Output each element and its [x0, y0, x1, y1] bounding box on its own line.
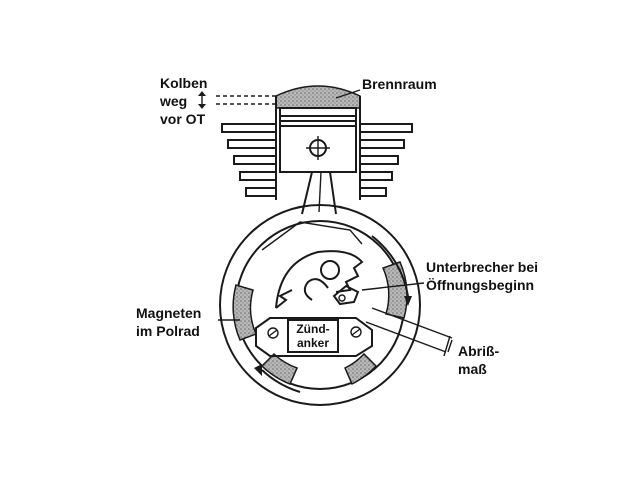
piston: [279, 107, 357, 173]
magnet-left: [232, 284, 258, 341]
combustion-chamber: [275, 85, 361, 109]
flywheel: [219, 204, 421, 406]
breaker-cam: [303, 278, 329, 301]
contact-breaker: [275, 250, 364, 309]
unterbrecher-label-line1: Unterbrecher bei: [426, 259, 538, 275]
breaker-lever: [332, 284, 360, 306]
unterbrecher-label-line2: Öffnungsbeginn: [426, 277, 534, 293]
abriss-dimension: [365, 307, 453, 357]
cam-center: [320, 260, 340, 280]
magnet-bottom-right: [344, 352, 378, 386]
piston-travel-indicator: [198, 91, 276, 109]
kolben-label-line3: vor OT: [160, 111, 206, 127]
magnet-right: [381, 261, 408, 319]
brennraum-label: Brennraum: [362, 76, 437, 92]
right-cooling-fins: [360, 123, 413, 197]
magnet-bottom-left: [260, 352, 299, 385]
kolben-label-line2: weg: [159, 93, 187, 109]
ignition-armature: Zünd- anker: [255, 317, 373, 357]
kolben-label-line1: Kolben: [160, 75, 207, 91]
zuendanker-label-line2: anker: [297, 336, 329, 350]
cylinder: [221, 85, 413, 200]
left-cooling-fins: [221, 123, 276, 197]
magneten-label-line2: im Polrad: [136, 323, 200, 339]
abriss-label-line1: Abriß-: [458, 343, 500, 359]
abriss-label-line2: maß: [458, 361, 487, 377]
magneten-label-line1: Magneten: [136, 305, 201, 321]
zuendanker-label-line1: Zünd-: [296, 322, 329, 336]
connecting-rod: [301, 171, 337, 215]
